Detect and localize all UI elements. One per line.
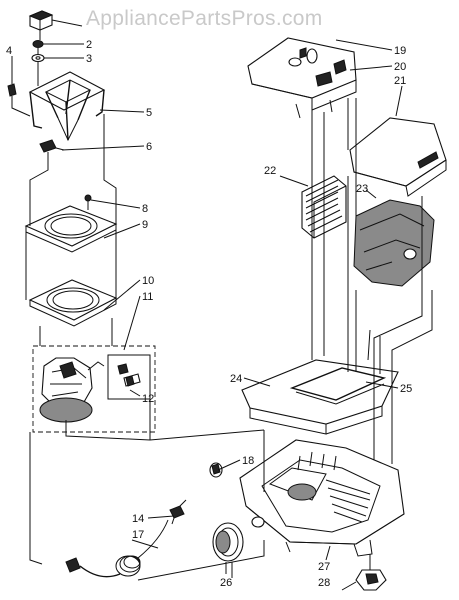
callout-25: 25 [400, 383, 412, 395]
watermark: AppliancePartsPros.com [86, 7, 323, 30]
part-gasket-10[interactable] [28, 279, 118, 327]
part-18[interactable] [209, 462, 223, 478]
callout-4: 4 [6, 45, 12, 57]
part-cap-block[interactable] [28, 10, 54, 31]
part-brush-kit-12[interactable] [107, 354, 151, 400]
motor-box [32, 345, 156, 433]
callout-3: 3 [86, 53, 92, 65]
callout-19: 19 [394, 45, 406, 57]
part-motor-bracket-5[interactable] [28, 71, 106, 142]
part-motor[interactable] [39, 357, 105, 423]
part-14[interactable] [169, 499, 187, 525]
callout-20: 20 [394, 61, 406, 73]
part-caster-28[interactable] [355, 569, 387, 591]
callout-12: 12 [142, 393, 154, 405]
part-cover-21[interactable] [349, 117, 447, 197]
callout-17: 17 [132, 529, 144, 541]
callout-28: 28 [318, 577, 330, 589]
part-power-cord-17[interactable] [65, 519, 169, 578]
alignment-lines [65, 98, 433, 581]
callout-26: 26 [220, 577, 232, 589]
part-gasket-9[interactable] [24, 205, 118, 253]
callout-labels: 2 3 4 5 6 8 9 10 11 12 14 17 18 19 20 21… [6, 39, 412, 589]
callout-18: 18 [242, 455, 254, 467]
callout-5: 5 [146, 107, 152, 119]
part-6[interactable] [39, 139, 65, 153]
callout-11: 11 [142, 291, 153, 303]
part-screw-4[interactable] [7, 83, 17, 97]
part-hood-19[interactable] [247, 37, 357, 119]
part-frame-25[interactable] [289, 367, 387, 405]
part-wheel-26[interactable] [212, 522, 244, 562]
callout-9: 9 [142, 219, 148, 231]
callout-8: 8 [142, 203, 148, 215]
part-lid-24[interactable] [241, 359, 399, 435]
callout-21: 21 [394, 75, 406, 87]
part-washer-3[interactable] [31, 53, 45, 63]
callout-22: 22 [264, 165, 276, 177]
callout-27: 27 [318, 561, 330, 573]
callout-14: 14 [132, 513, 144, 525]
callout-6: 6 [146, 141, 152, 153]
part-base-27[interactable] [239, 439, 405, 557]
callout-23: 23 [356, 183, 368, 195]
part-bag-23[interactable] [353, 199, 435, 287]
part-ring-2[interactable] [32, 40, 44, 48]
leader-lines [11, 19, 403, 591]
part-screw-8[interactable] [84, 194, 92, 210]
left-alignment-lines [11, 30, 117, 346]
callout-2: 2 [86, 39, 92, 51]
callout-24: 24 [230, 373, 242, 385]
callout-10: 10 [142, 275, 154, 287]
